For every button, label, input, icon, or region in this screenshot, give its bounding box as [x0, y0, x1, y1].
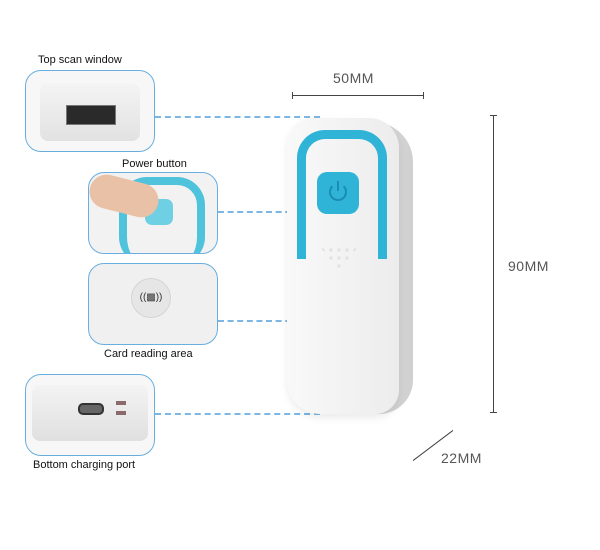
callout-power-button: [88, 172, 218, 254]
dimension-height-line: [493, 115, 494, 413]
dimension-width-label: 50MM: [333, 70, 374, 86]
leader-line-bottom: [155, 413, 320, 415]
power-icon: [329, 183, 347, 201]
dimension-width-cap-right: [423, 92, 424, 99]
blue-accent-band: [297, 130, 387, 259]
scanner-top-view: [40, 83, 140, 141]
scanner-device: [283, 118, 413, 418]
contact-pin-2: [116, 411, 126, 415]
dimension-height-cap-bottom: [490, 412, 497, 413]
usb-c-port: [78, 403, 104, 415]
callout-bottom-charging-port: [25, 374, 155, 456]
dimension-height-cap-top: [490, 115, 497, 116]
leader-line-top: [155, 116, 320, 118]
power-button[interactable]: [317, 172, 359, 214]
leader-line-power: [218, 211, 320, 213]
label-bottom-charging-port: Bottom charging port: [33, 459, 136, 471]
leader-line-card: [218, 320, 320, 322]
callout-card-reading-area: ((▩)): [88, 263, 218, 345]
contact-pin-1: [116, 401, 126, 405]
dimension-width-line: [292, 95, 424, 96]
label-power-button: Power button: [122, 158, 187, 170]
device-front: [287, 118, 399, 414]
power-icon-line: [337, 181, 339, 191]
nfc-circle: ((▩)): [131, 278, 171, 318]
dimension-height-label: 90MM: [508, 258, 549, 274]
scanner-bottom-view: [32, 385, 148, 441]
dimension-depth-label: 22MM: [441, 450, 482, 466]
scan-window: [66, 105, 116, 125]
label-card-reading-area: Card reading area: [104, 348, 193, 360]
callout-top-scan-window: [25, 70, 155, 152]
label-top-scan-window: Top scan window: [38, 54, 122, 66]
dimension-width-cap-left: [292, 92, 293, 99]
blue-band: [119, 177, 205, 253]
nfc-icon: ((▩)): [139, 292, 163, 303]
